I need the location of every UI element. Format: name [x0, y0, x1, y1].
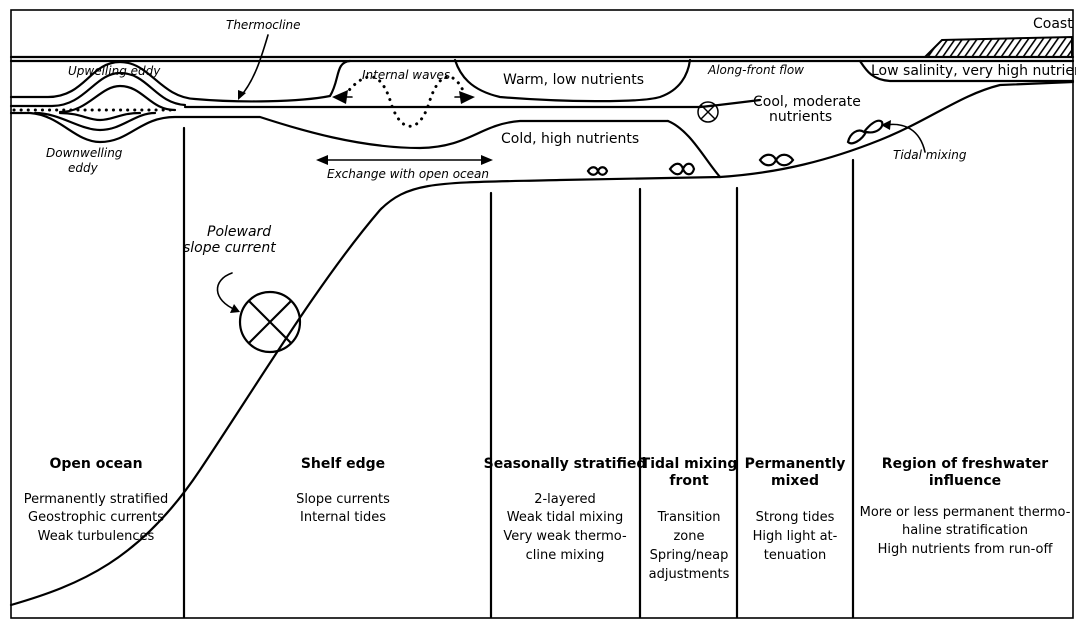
zone-body-line: 2-layered [534, 492, 596, 507]
cool-moderate-label-1: Cool, moderate [753, 94, 861, 110]
low-salinity-lens [858, 59, 1075, 83]
internal-waves-label: Internal waves [362, 68, 450, 82]
zone-body-line: Weak tidal mixing [507, 510, 623, 525]
warm-low-nutrients-label: Warm, low nutrients [503, 72, 644, 88]
exchange-arrow-head-left [316, 155, 328, 165]
upwelling-eddy-label: Upwelling eddy [68, 64, 161, 78]
tidal-mixing-label: Tidal mixing [893, 148, 967, 162]
exchange-arrow-head-right [481, 155, 493, 165]
coast-land [922, 35, 1073, 58]
zone-title: Tidal mixing [641, 456, 738, 472]
zone-body-line: Spring/neap [650, 548, 729, 563]
thermocline-pointer [239, 34, 269, 98]
zone-body-line: Transition [657, 510, 721, 525]
zone-body-line: Geostrophic currents [28, 510, 164, 525]
poleward-label-2: slope current [183, 240, 276, 256]
cool-moderate-label-2: nutrients [769, 109, 832, 125]
zone-open-ocean: Open ocean Permanently stratified Geostr… [24, 456, 168, 544]
zone-body-line: High light at- [753, 529, 838, 544]
zone-title: Shelf edge [301, 456, 385, 472]
zone-body-line: Strong tides [756, 510, 835, 525]
zone-title: Open ocean [49, 456, 142, 472]
warm-water-lens [453, 58, 692, 103]
zone-tidal-mixing-front: Tidal mixing front Transition zone Sprin… [641, 456, 738, 582]
zone-body-line: High nutrients from run-off [878, 542, 1054, 557]
downwelling-eddy-outer [9, 111, 670, 150]
zone-body-line: tenuation [764, 548, 826, 563]
zone-title: Permanently [745, 456, 846, 472]
zone-dividers [182, 126, 855, 619]
zone-seasonally-stratified: Seasonally stratified 2-layered Weak tid… [484, 456, 647, 563]
diagram-frame [10, 9, 1074, 619]
coast-label: Coast [1033, 16, 1073, 32]
zone-title: influence [929, 473, 1001, 489]
zone-title: Seasonally stratified [484, 456, 647, 472]
downwelling-eddy-label-2: eddy [68, 161, 99, 175]
zone-body-line: Slope currents [296, 492, 390, 507]
poleward-current-icon [238, 290, 302, 354]
downwelling-eddy-inner [33, 111, 157, 132]
zone-shelf-edge: Shelf edge Slope currents Internal tides [296, 456, 390, 525]
poleward-pointer-head [230, 304, 240, 313]
zone-title: mixed [771, 473, 819, 489]
zone-title: front [669, 473, 709, 489]
zone-permanently-mixed: Permanently mixed Strong tides High ligh… [745, 456, 846, 563]
exchange-open-ocean-label: Exchange with open ocean [327, 167, 489, 181]
upwelling-eddy-inner [9, 71, 187, 108]
upwelling-eddy-core [58, 84, 177, 114]
zone-freshwater-influence: Region of freshwater influence More or l… [860, 456, 1071, 557]
poleward-label-1: Poleward [207, 224, 271, 240]
thermocline-label: Thermocline [226, 18, 301, 32]
zone-title: Region of freshwater [882, 456, 1048, 472]
zone-body-line: Weak turbulences [38, 529, 155, 544]
cold-high-nutrients-label: Cold, high nutrients [501, 131, 639, 147]
tidal-mixing-loops [586, 119, 884, 176]
zone-body-line: haline stratification [902, 523, 1028, 538]
zone-body-line: adjustments [649, 567, 730, 582]
zone-body-line: More or less permanent thermo- [860, 505, 1071, 520]
along-front-flow-label: Along-front flow [707, 63, 804, 77]
zone-body-line: Very weak thermo- [503, 529, 627, 544]
downwelling-eddy-core [58, 111, 142, 122]
along-front-flow-icon [697, 101, 719, 123]
thermocline-pointer-head [238, 90, 246, 100]
zone-body-line: Internal tides [300, 510, 386, 525]
zone-body-line: cline mixing [526, 548, 605, 563]
tidal-front-line [666, 119, 722, 179]
tidal-mixing-pointer-head [881, 120, 891, 130]
zone-body-line: zone [673, 529, 704, 544]
internal-wave [343, 75, 467, 128]
sea-floor-profile [9, 80, 1075, 607]
downwelling-eddy-label-1: Downwelling [46, 146, 123, 160]
zone-body-line: Permanently stratified [24, 492, 168, 507]
low-salinity-label: Low salinity, very high nutrients [871, 63, 1076, 79]
warm-layer-boundary [9, 59, 352, 103]
poleward-pointer [216, 272, 237, 311]
